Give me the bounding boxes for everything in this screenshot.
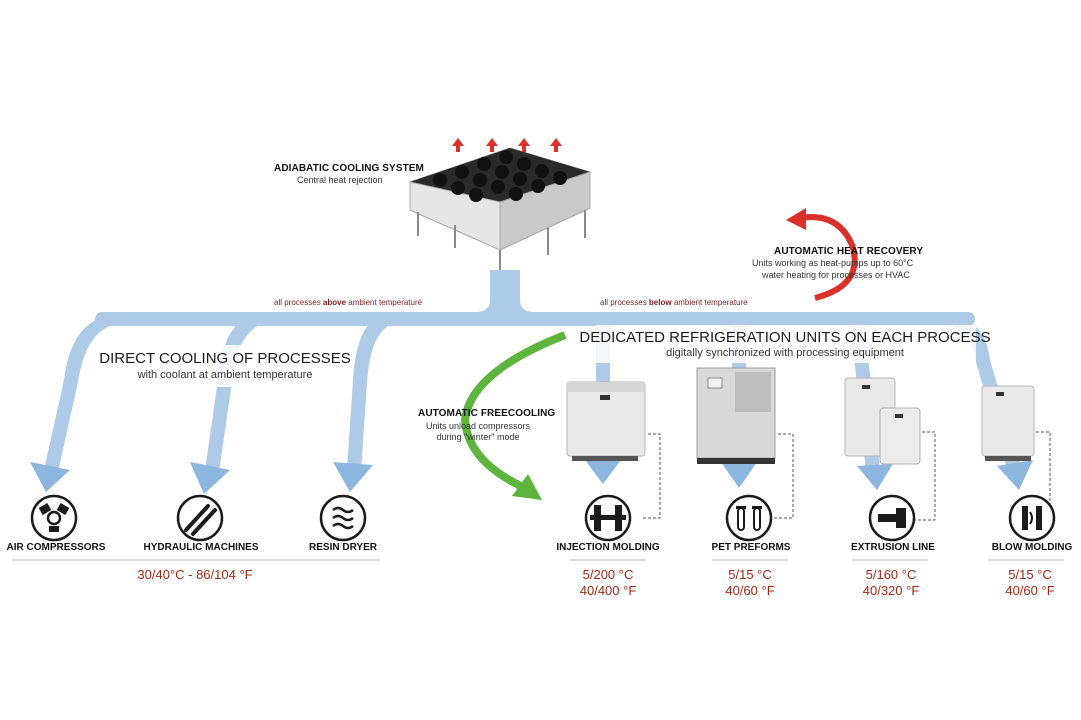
injection-temp-c: 5/200 °C (582, 567, 634, 582)
label-extrusion-line: EXTRUSION LINE (851, 542, 935, 553)
blow-temp-f: 40/60 °F (1005, 583, 1055, 598)
heat-rejection-arrows (452, 138, 562, 152)
pipe-branch-hydraulic (205, 318, 258, 472)
label-pet-preforms: PET PREFORMS (711, 542, 791, 553)
injection-molding-icon (584, 494, 632, 542)
freecooling-arrow (460, 331, 567, 492)
heat-recovery-arrow (799, 214, 858, 301)
extrusion-icon (868, 494, 916, 542)
freecooling-arrowhead (512, 474, 542, 500)
heat-recovery-arrowhead (786, 208, 806, 230)
adiabatic-title: ADIABATIC COOLING SYSTEM (274, 163, 424, 174)
heat-recovery-line1: Units working as heat-pumps up to 60°C (752, 258, 914, 268)
freecooling-title: AUTOMATIC FREECOOLING (418, 408, 556, 419)
label-resin-dryer: RESIN DRYER (309, 542, 377, 553)
note-below-ambient: all processes below ambient temperature (600, 298, 748, 307)
freecooling-line1: Units unload compressors (425, 421, 531, 431)
blow-temp-c: 5/15 °C (1008, 567, 1052, 582)
chiller-unit-blow (981, 385, 1035, 461)
label-blow-molding: BLOW MOLDING (991, 542, 1073, 553)
direct-cooling-subtitle: with coolant at ambient temperature (137, 369, 313, 381)
freecooling-line2: during "winter" mode (436, 432, 520, 442)
label-air-compressors: AIR COMPRESSORS (6, 542, 106, 553)
label-hydraulic-machines: HYDRAULIC MACHINES (143, 542, 259, 553)
chiller-unit-pet (696, 367, 776, 464)
extrusion-temp-f: 40/320 °F (862, 583, 920, 598)
chiller-unit-extrusion (844, 377, 921, 465)
dedicated-banner-bg (596, 325, 976, 363)
resin-dryer-icon (319, 494, 367, 542)
air-compressor-icon (30, 494, 78, 542)
pipe-branch-air-compressors (44, 318, 110, 472)
pipe-arrowheads (30, 460, 1033, 494)
direct-cooling-banner-bg (105, 345, 350, 387)
pet-preforms-icon (725, 494, 773, 542)
direct-temperature-range: 30/40°C - 86/104 °F (137, 567, 253, 582)
direct-cooling-title: DIRECT COOLING OF PROCESSES (99, 350, 351, 367)
heat-recovery-title: AUTOMATIC HEAT RECOVERY (774, 246, 924, 257)
pipe-branch-resin-dryer (347, 318, 388, 471)
injection-temp-f: 40/400 °F (579, 583, 637, 598)
blow-molding-icon (1008, 494, 1056, 542)
pet-temp-c: 5/15 °C (728, 567, 772, 582)
adiabatic-subtitle: Central heat rejection (297, 175, 383, 185)
adiabatic-cooler-image (409, 147, 591, 270)
note-above-ambient: all processes above ambient temperature (274, 298, 423, 307)
extrusion-temp-c: 5/160 °C (865, 567, 917, 582)
dedicated-title: DEDICATED REFRIGERATION UNITS ON EACH PR… (579, 329, 991, 346)
heat-recovery-line2: water heating for processes or HVAC (762, 270, 910, 280)
hydraulic-icon (176, 494, 224, 542)
pet-temp-f: 40/60 °F (725, 583, 775, 598)
label-injection-molding: INJECTION MOLDING (556, 542, 660, 553)
chiller-unit-injection (566, 381, 646, 461)
dedicated-subtitle: digitally synchronized with processing e… (666, 347, 904, 359)
